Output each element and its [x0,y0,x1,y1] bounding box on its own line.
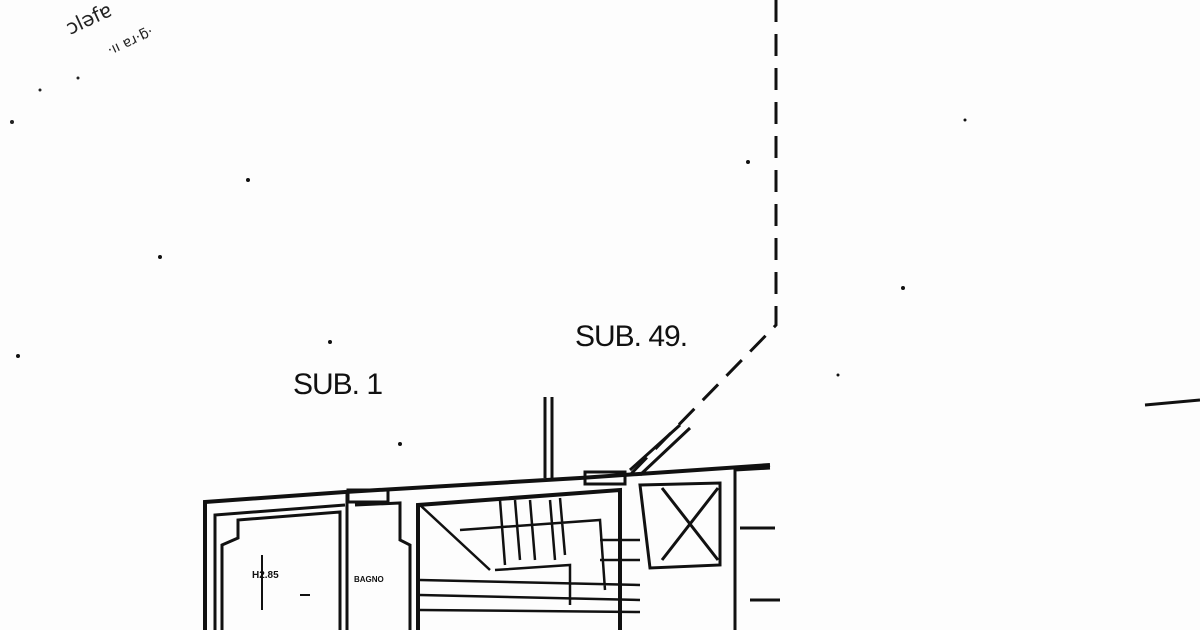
scan-specks [16,118,967,446]
svg-text:ɔlǝfɐ: ɔlǝfɐ [62,0,116,40]
bathroom-label: BAGNO [354,575,384,584]
corridor-lines [543,397,554,478]
stamp-fragment: ɔlǝfɐ ·ıı ɐɹ·ƃ· [10,0,156,124]
sub-49-boundary [623,0,778,482]
sub-1-label: SUB. 1 [293,368,383,401]
room-height-label: H2.85 [252,570,279,581]
svg-text:·ıı ɐɹ·ƃ·: ·ıı ɐɹ·ƃ· [105,24,156,59]
outer-wall [203,463,771,630]
room-wall [220,510,342,630]
elevator [638,481,722,570]
sub-49-label: SUB. 49. [575,320,688,353]
